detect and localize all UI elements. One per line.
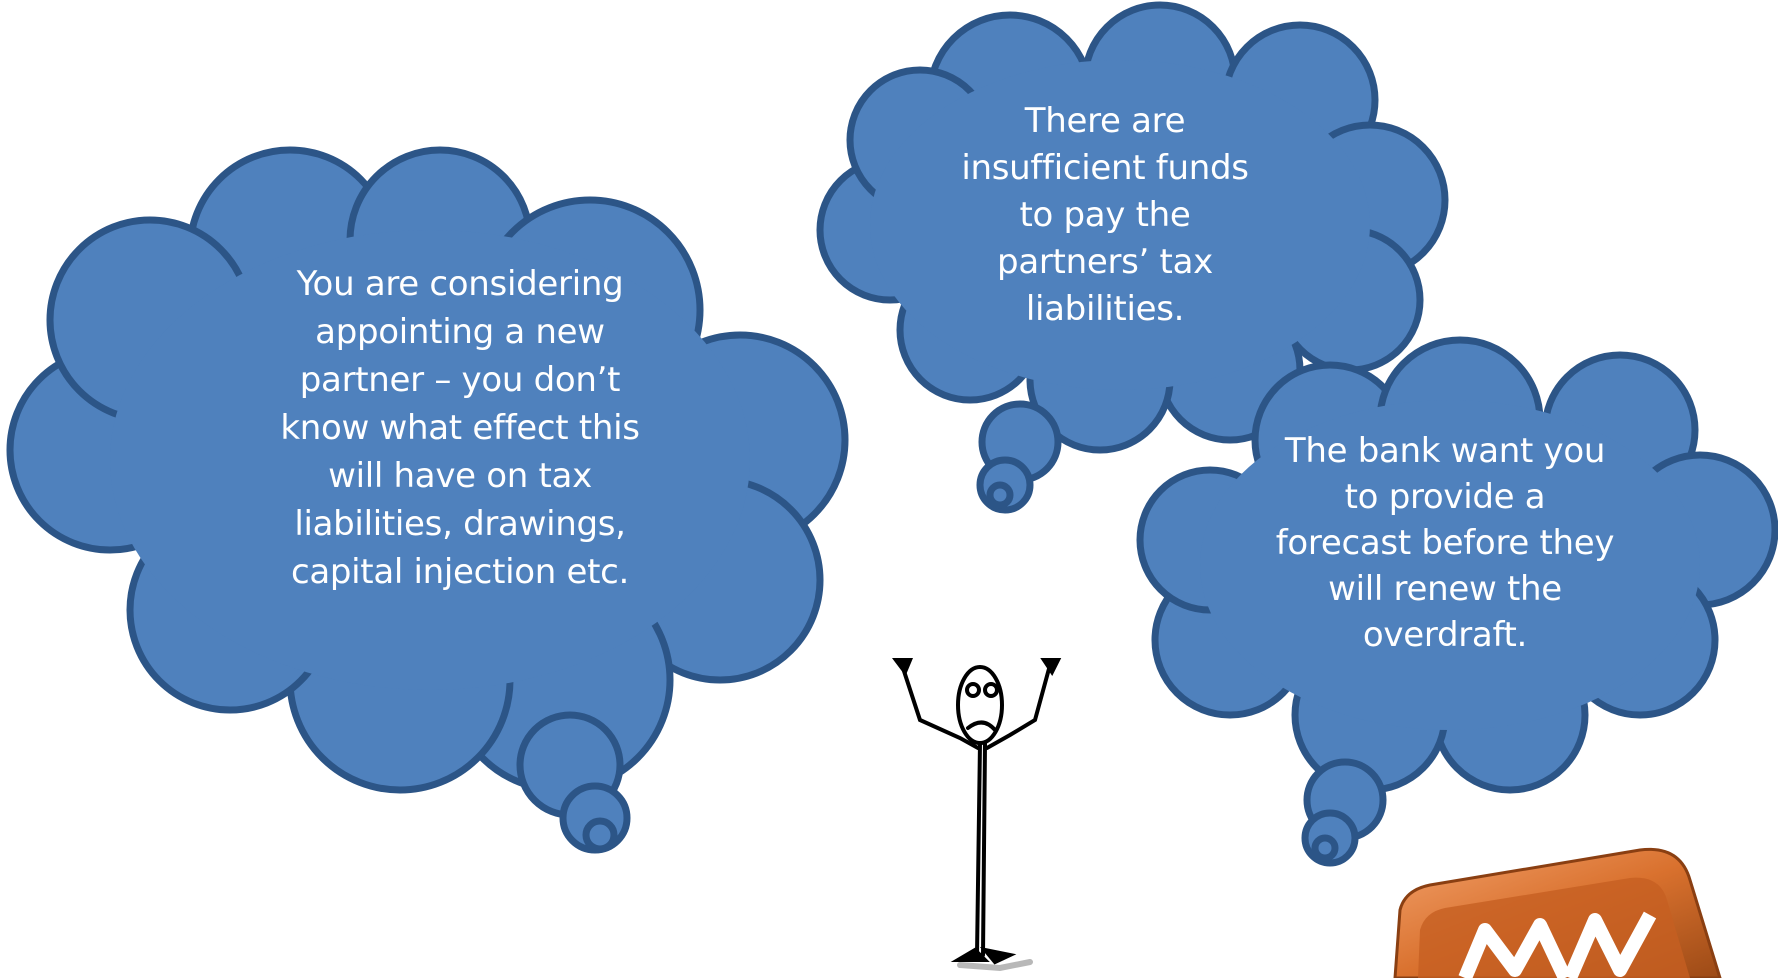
left-thought-cloud — [6, 146, 849, 794]
left-bubble-line-4: know what effect this — [280, 408, 640, 448]
top-bubble-line-1: There are — [1024, 101, 1186, 141]
right-bubble-line-1: The bank want you — [1284, 431, 1606, 471]
top-thought-cloud — [816, 1, 1449, 454]
top-bubble-line-5: liabilities. — [1025, 289, 1185, 329]
top-thought-tail — [976, 400, 1062, 514]
top-bubble-line-2: insufficient funds — [961, 148, 1249, 188]
right-bubble-line-5: overdraft. — [1362, 615, 1528, 655]
right-thought-cloud — [1136, 336, 1778, 794]
left-bubble-line-6: liabilities, drawings, — [294, 504, 626, 544]
left-bubble-line-3: partner – you don’t — [299, 360, 621, 400]
top-bubble-line-3: to pay the — [1019, 195, 1191, 235]
right-bubble-text: The bank want you to provide a forecast … — [1245, 428, 1645, 658]
top-bubble-line-4: partners’ tax — [997, 242, 1213, 282]
right-bubble-line-3: forecast before they — [1275, 523, 1615, 563]
left-bubble-line-1: You are considering — [296, 264, 624, 304]
left-bubble-line-7: capital injection etc. — [290, 552, 630, 592]
left-thought-tail — [516, 711, 631, 854]
confused-stick-figure-icon — [892, 658, 1062, 972]
top-bubble-text: There are insufficient funds to pay the … — [920, 98, 1290, 333]
left-bubble-text: You are considering appointing a new par… — [230, 260, 690, 596]
left-bubble-line-5: will have on tax — [328, 456, 592, 496]
right-thought-tail — [1301, 758, 1387, 867]
orange-3d-logo-icon — [1393, 847, 1722, 978]
right-bubble-line-4: will renew the — [1328, 569, 1562, 609]
right-bubble-line-2: to provide a — [1344, 477, 1546, 517]
left-bubble-line-2: appointing a new — [315, 312, 605, 352]
